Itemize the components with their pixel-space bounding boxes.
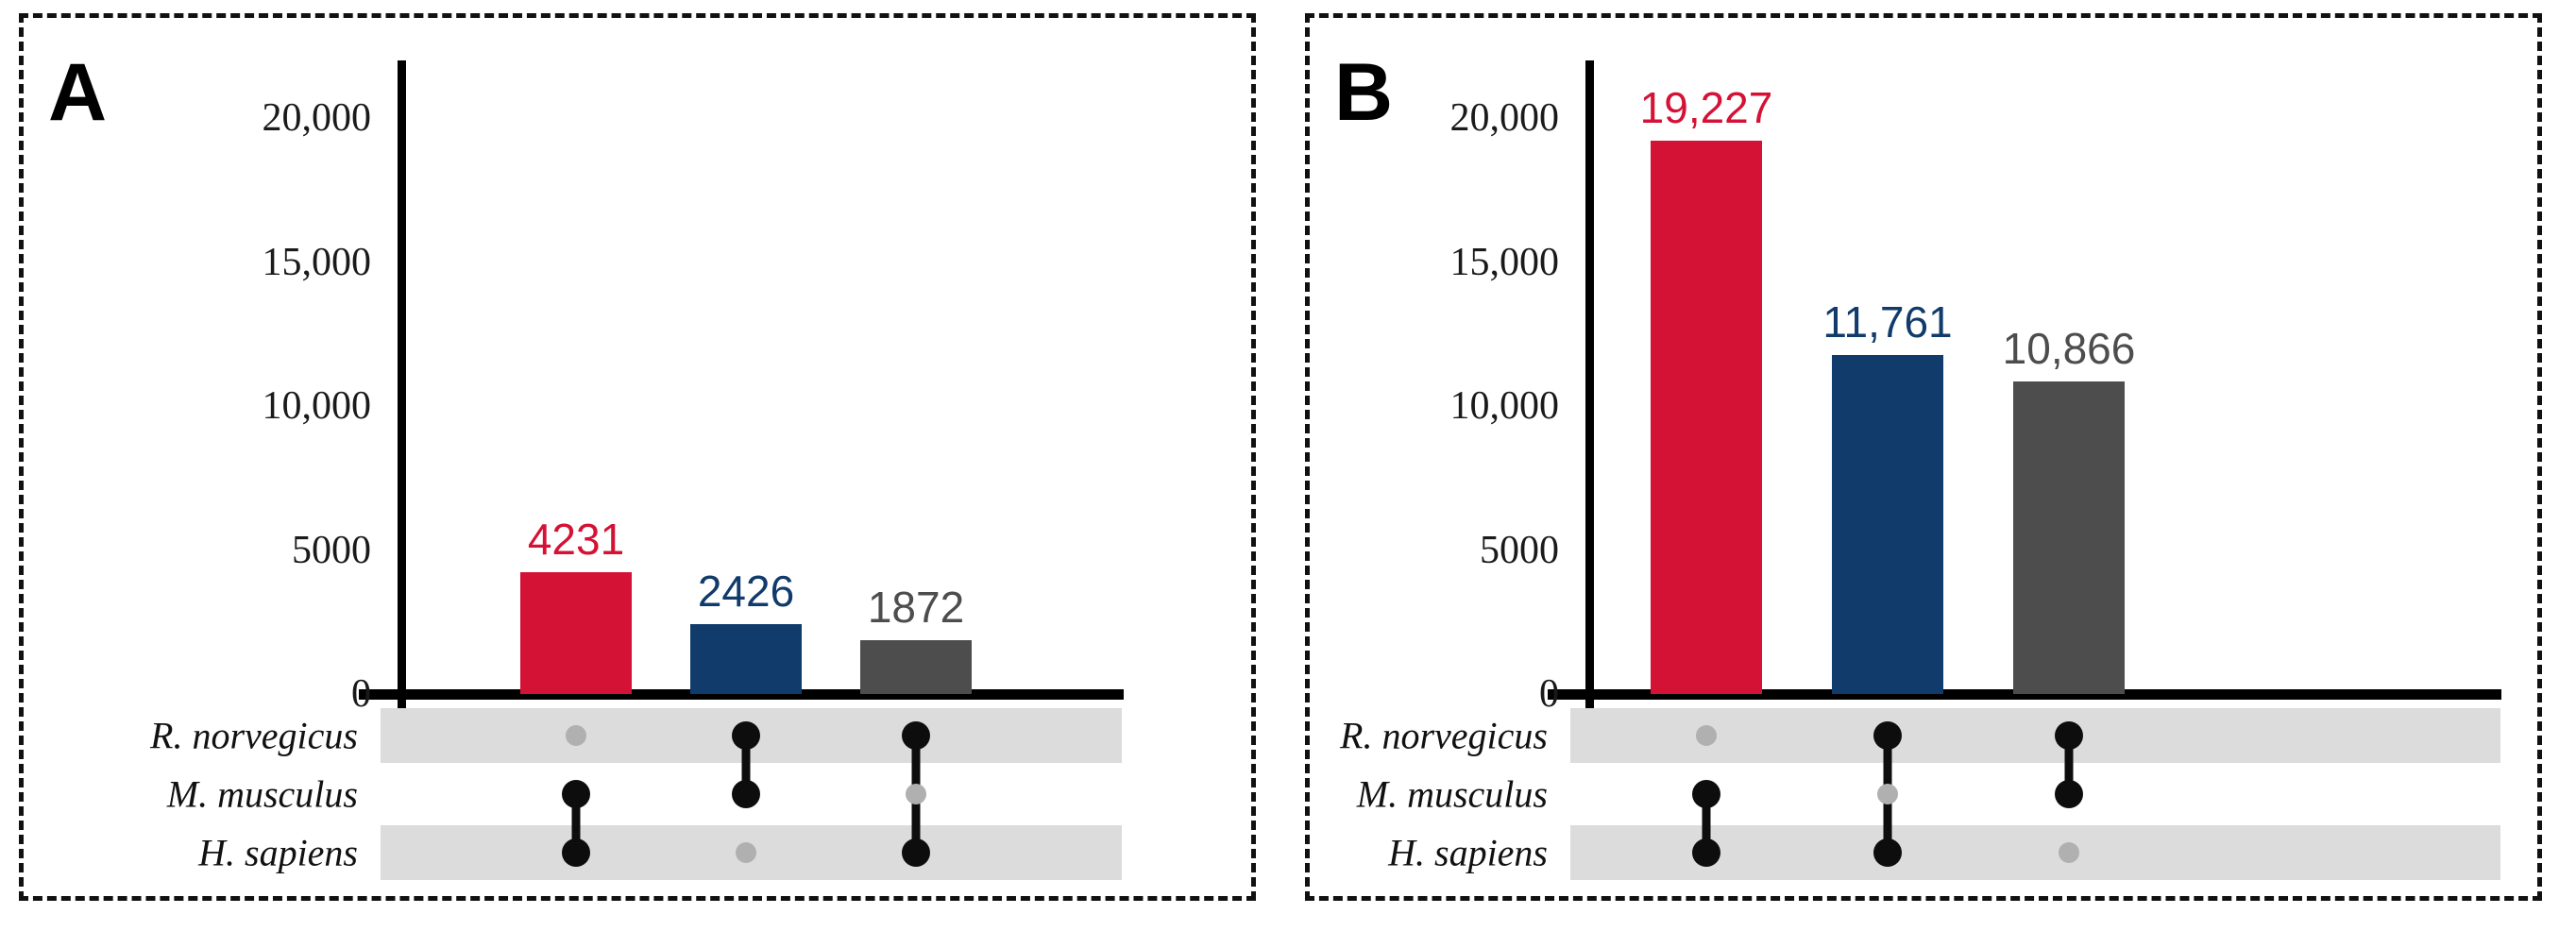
matrix-dot-c2-r1-on[interactable] xyxy=(732,721,760,750)
matrix-row-stripe xyxy=(1570,708,2500,763)
panel-a: A 0 5000 10,000 15,000 20,000 4231 2426 1872 R. … xyxy=(19,13,1256,901)
matrix-row-label-1: R. norvegicus xyxy=(1340,714,1548,757)
y-axis-tick-15000: 15,000 xyxy=(1449,240,1560,284)
bar-value-label-2: 2426 xyxy=(697,567,795,616)
bar-value-label-2: 11,761 xyxy=(1822,297,1953,347)
y-axis-tick-5000: 5000 xyxy=(292,528,371,572)
matrix-dot-c2-r2-on[interactable] xyxy=(732,780,760,808)
matrix-row-stripe xyxy=(1570,825,2500,880)
matrix-connector-1 xyxy=(571,794,581,853)
y-axis-tick-0: 0 xyxy=(1539,672,1559,716)
matrix-row-label-3: H. sapiens xyxy=(1388,831,1548,874)
bar-2[interactable] xyxy=(1832,355,1943,694)
matrix-dot-c2-r3-off[interactable] xyxy=(736,842,756,863)
x-axis-line xyxy=(359,689,1124,700)
matrix-dot-c2-r2-off[interactable] xyxy=(1877,784,1898,804)
bar-value-label-3: 1872 xyxy=(867,582,965,632)
matrix-dot-c3-r1-on[interactable] xyxy=(2055,721,2083,750)
matrix-dot-c3-r2-on[interactable] xyxy=(2055,780,2083,808)
matrix-dot-c1-r2-on[interactable] xyxy=(562,780,590,808)
x-axis-line xyxy=(1548,689,2501,700)
matrix-connector-1 xyxy=(1702,794,1711,853)
y-axis-tick-20000: 20,000 xyxy=(262,96,372,140)
bar-1[interactable] xyxy=(1651,140,1762,694)
matrix-dot-c3-r1-on[interactable] xyxy=(902,721,930,750)
panel-b-plot: 0 5000 10,000 15,000 20,000 19,227 11,761 10,86… xyxy=(1310,18,2537,896)
matrix-connector-3 xyxy=(2064,736,2074,794)
matrix-dot-c3-r3-on[interactable] xyxy=(902,838,930,867)
matrix-row-label-1: R. norvegicus xyxy=(150,714,358,757)
panel-a-plot: 0 5000 10,000 15,000 20,000 4231 2426 1872 R. no… xyxy=(24,18,1251,896)
bar-3[interactable] xyxy=(2013,381,2125,694)
bar-value-label-3: 10,866 xyxy=(2002,323,2136,373)
matrix-dot-c1-r1-off[interactable] xyxy=(1696,725,1717,746)
bar-value-label-1: 4231 xyxy=(527,514,625,564)
y-axis-tick-0: 0 xyxy=(351,672,371,716)
panel-b-letter: B xyxy=(1334,47,1393,138)
matrix-dot-c1-r3-on[interactable] xyxy=(1692,838,1720,867)
matrix-dot-c1-r2-on[interactable] xyxy=(1692,780,1720,808)
y-axis-tick-5000: 5000 xyxy=(1480,528,1559,572)
matrix-dot-c3-r3-off[interactable] xyxy=(2059,842,2079,863)
bar-value-label-1: 19,227 xyxy=(1639,82,1773,132)
matrix-connector-2 xyxy=(741,736,751,794)
matrix-dot-c1-r1-off[interactable] xyxy=(566,725,586,746)
y-axis-tick-15000: 15,000 xyxy=(262,240,372,284)
y-axis-line xyxy=(398,60,406,754)
bar-2[interactable] xyxy=(690,624,802,694)
matrix-row-label-2: M. musculus xyxy=(166,772,358,816)
panel-b: B 0 5000 10,000 15,000 20,000 19,227 11,761 10,… xyxy=(1305,13,2542,901)
panel-a-letter: A xyxy=(48,47,107,138)
y-axis-line xyxy=(1585,60,1594,754)
y-axis-tick-10000: 10,000 xyxy=(1449,384,1560,428)
y-axis-tick-10000: 10,000 xyxy=(262,384,372,428)
bar-3[interactable] xyxy=(860,639,972,694)
bar-1[interactable] xyxy=(520,571,632,694)
matrix-dot-c2-r3-on[interactable] xyxy=(1873,838,1902,867)
matrix-dot-c2-r1-on[interactable] xyxy=(1873,721,1902,750)
matrix-row-label-3: H. sapiens xyxy=(198,831,358,874)
y-axis-tick-20000: 20,000 xyxy=(1449,96,1560,140)
matrix-dot-c3-r2-off[interactable] xyxy=(906,784,926,804)
matrix-dot-c1-r3-on[interactable] xyxy=(562,838,590,867)
matrix-row-label-2: M. musculus xyxy=(1356,772,1548,816)
